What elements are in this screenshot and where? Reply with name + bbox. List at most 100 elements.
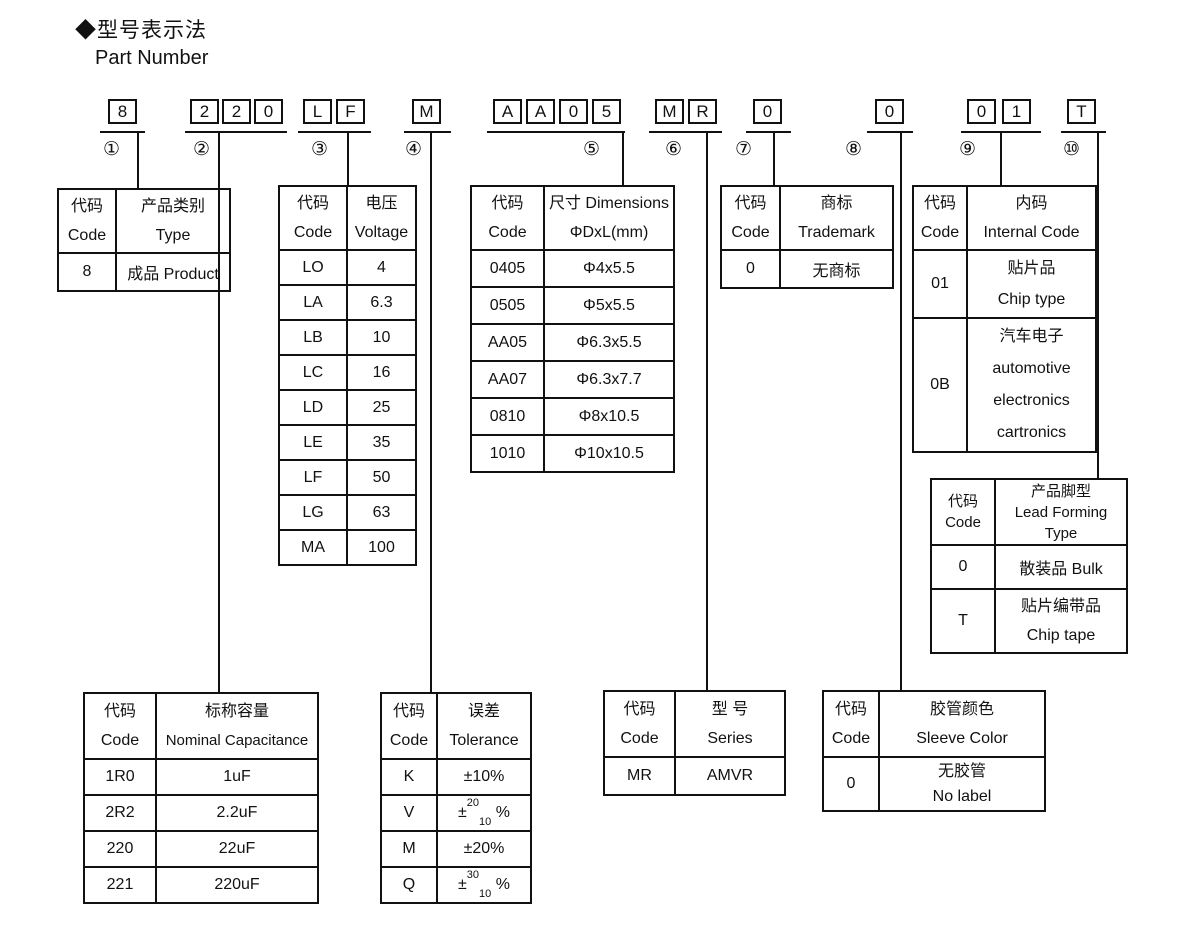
pn-char-box: 0 [967, 99, 996, 124]
segment-underline [867, 131, 913, 133]
pn-char-box: 2 [222, 99, 251, 124]
pn-char-box: A [526, 99, 555, 124]
table-row: 0 无商标 [720, 249, 894, 289]
pn-char-box: 5 [592, 99, 621, 124]
segment-marker-8: ⑧ [845, 139, 863, 160]
table-header-value: 误差 Tolerance [436, 692, 532, 760]
table-header-value: 产品脚型 Lead Forming Type [994, 478, 1128, 546]
connector-line-7 [773, 133, 775, 185]
table-row: K ±10% [380, 758, 532, 796]
segment-marker-10: ⑩ [1063, 139, 1081, 160]
table-row: 01 贴片品 Chip type [912, 249, 1097, 319]
pn-char-box: 0 [753, 99, 782, 124]
trademark-table: 代码 Code 商标 Trademark 0 无商标 [720, 185, 894, 289]
pn-char-box: A [493, 99, 522, 124]
pn-char-box: 1 [1002, 99, 1031, 124]
table-row: 0B 汽车电子 automotive electronics cartronic… [912, 317, 1097, 453]
table-row: V ±2010 % [380, 794, 532, 832]
pn-char-box: 0 [875, 99, 904, 124]
pn-char-box: 0 [254, 99, 283, 124]
table-header-value: 内码 Internal Code [966, 185, 1097, 251]
segment-marker-2: ② [193, 139, 211, 160]
table-row: M ±20% [380, 830, 532, 868]
segment-marker-1: ① [103, 139, 121, 160]
pn-char-box: M [412, 99, 441, 124]
segment-marker-6: ⑥ [665, 139, 683, 160]
connector-line-9 [1000, 133, 1002, 185]
table-header-code: 代码 Code [822, 690, 880, 758]
pn-char-box: F [336, 99, 365, 124]
connector-line-3 [347, 133, 349, 187]
segment-marker-3: ③ [311, 139, 329, 160]
table-header-code: 代码 Code [912, 185, 968, 251]
segment-underline [1061, 131, 1106, 133]
segment-underline [185, 131, 287, 133]
segment-underline [746, 131, 791, 133]
connector-line-4 [430, 133, 432, 692]
segment-marker-5: ⑤ [583, 139, 601, 160]
table-header-code: 代码 Code [603, 690, 676, 758]
table-header-value: 电压 Voltage [346, 185, 417, 251]
page-title-en: Part Number [95, 47, 209, 69]
segment-underline [649, 131, 722, 133]
segment-underline [298, 131, 371, 133]
segment-underline [487, 131, 625, 133]
product-type-table: 代码 Code 产品类别 Type 8 成品 Product [57, 188, 231, 292]
pn-char-box: T [1067, 99, 1096, 124]
table-header-value: 型 号 Series [674, 690, 786, 758]
pn-char-box: M [655, 99, 684, 124]
connector-line-8 [900, 133, 902, 690]
connector-line-5 [622, 133, 624, 185]
table-row: Q ±3010 % [380, 866, 532, 904]
pn-char-box: L [303, 99, 332, 124]
table-header-value: 胶管颜色 Sleeve Color [878, 690, 1046, 758]
series-table: 代码 Code 型 号 Series MR AMVR [603, 690, 786, 796]
table-row: 0 无胶管 No label [822, 756, 1046, 812]
table-row: T 贴片编带品 Chip tape [930, 588, 1128, 654]
table-header-value: 产品类别 Type [115, 188, 231, 254]
table-row: 8 成品 Product [57, 252, 231, 292]
pn-char-box: 8 [108, 99, 137, 124]
segment-underline [961, 131, 1041, 133]
segment-underline [404, 131, 451, 133]
table-header-code: 代码 Code [720, 185, 781, 251]
connector-line-10 [1097, 133, 1099, 478]
segment-marker-4: ④ [405, 139, 423, 160]
table-header-code: 代码 Code [380, 692, 438, 760]
connector-line-1 [137, 133, 139, 190]
connector-line-6 [706, 133, 708, 690]
sleeve-color-table: 代码 Code 胶管颜色 Sleeve Color 0 无胶管 No label [822, 690, 1046, 812]
table-header-code: 代码 Code [278, 185, 348, 251]
table-header-code: 代码 Code [930, 478, 996, 546]
segment-marker-9: ⑨ [959, 139, 977, 160]
segment-underline [100, 131, 145, 133]
table-row: MR AMVR [603, 756, 786, 796]
table-header-code: 代码 Code [470, 185, 545, 251]
pn-char-box: 2 [190, 99, 219, 124]
page-title-zh: ◆型号表示法 [75, 19, 207, 42]
table-header-value: 商标 Trademark [779, 185, 894, 251]
table-header-code: 代码 Code [83, 692, 157, 760]
internal-code-table: 代码 Code 内码 Internal Code 01 贴片品 Chip typ… [912, 185, 1097, 453]
segment-marker-7: ⑦ [735, 139, 753, 160]
table-header-value: 标称容量 Nominal Capacitance [155, 692, 319, 760]
